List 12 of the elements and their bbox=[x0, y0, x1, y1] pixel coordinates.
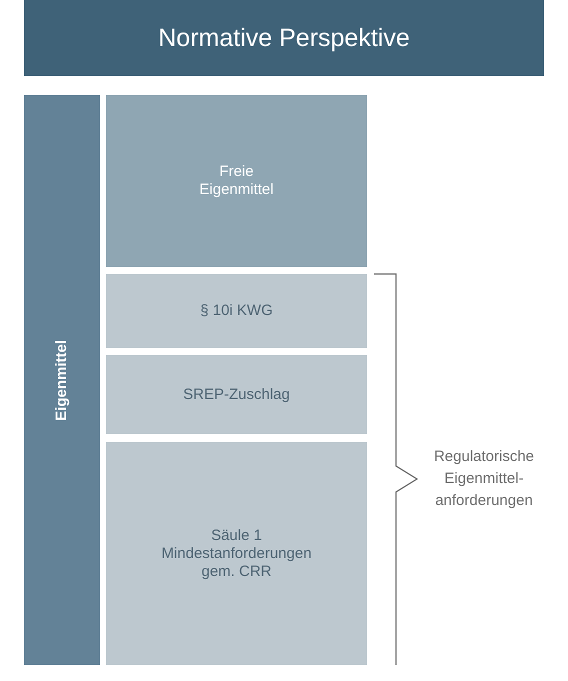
label: § 10i KWG bbox=[199, 302, 274, 320]
bracket-label: Regulatorische Eigenmittel- anforderungen bbox=[432, 447, 536, 511]
label: Freie Eigenmittel bbox=[198, 163, 275, 199]
stack-block bbox=[106, 442, 367, 665]
label: Eigenmittel bbox=[53, 340, 71, 420]
stack-block bbox=[106, 274, 367, 348]
side-bar bbox=[24, 95, 100, 665]
stack-block bbox=[106, 95, 367, 267]
stack-block bbox=[106, 355, 367, 434]
label: SREP-Zuschlag bbox=[182, 386, 291, 404]
label: Säule 1 Mindestanforderungen gem. CRR bbox=[160, 526, 313, 580]
title: Normative Perspektive bbox=[158, 24, 410, 52]
